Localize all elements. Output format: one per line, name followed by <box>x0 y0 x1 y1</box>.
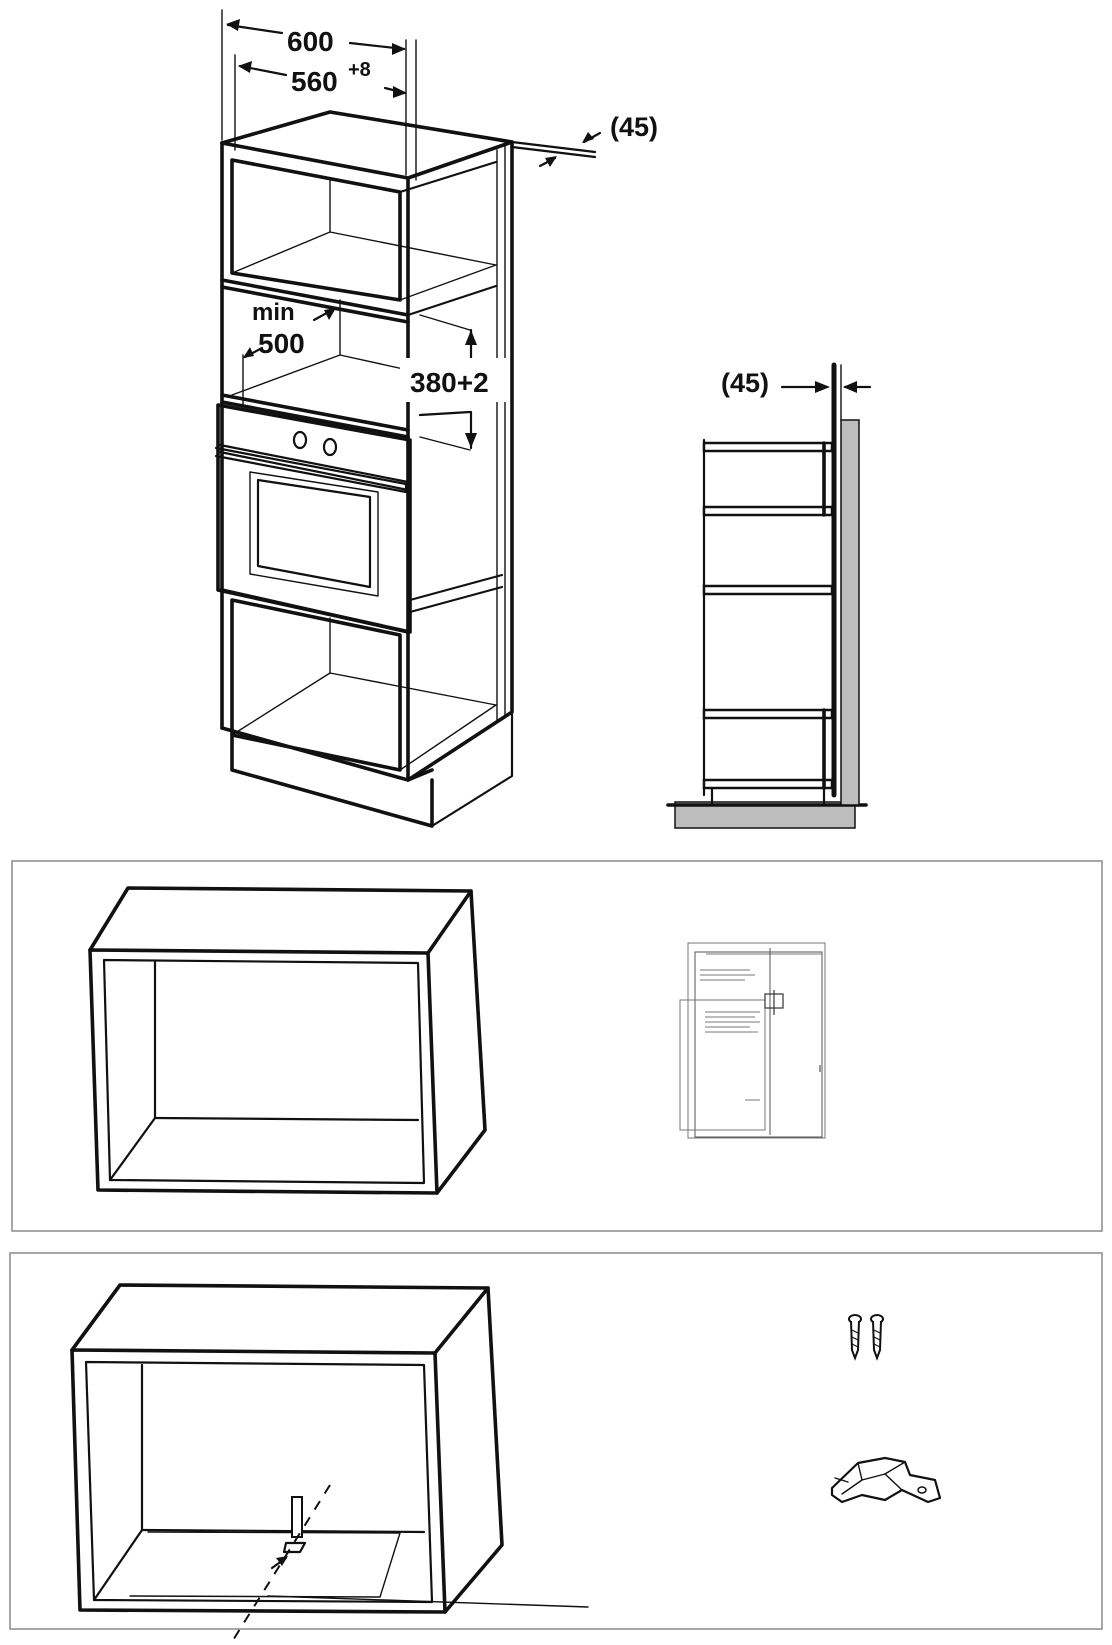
tall-cabinet-with-oven-icon <box>214 9 602 828</box>
niche-height-arrows <box>419 314 477 451</box>
side-gap-arrows <box>780 381 872 393</box>
dim-min-label: min <box>252 299 295 326</box>
mounting-bracket-icon <box>830 1456 942 1504</box>
frame-box-with-bracket-icon <box>70 1283 589 1645</box>
frame-box-icon <box>88 886 487 1195</box>
dim-600: 600 <box>287 26 334 57</box>
rear-gap-arrows <box>538 131 602 168</box>
panel-frame-and-template <box>11 860 1103 1232</box>
cabinet-side-section-icon <box>666 362 872 829</box>
screws-icon <box>848 1314 884 1361</box>
panel-bracket-install <box>9 1252 1103 1630</box>
width-600-arrow <box>226 19 406 55</box>
width-560-arrow <box>238 61 407 98</box>
screw-icon <box>870 1314 884 1361</box>
dim-rear-gap: (45) <box>610 112 658 142</box>
installation-template-icon <box>679 942 826 1139</box>
dim-560: 560 <box>291 66 338 97</box>
dim-560-tolerance: +8 <box>348 59 371 81</box>
dim-side-gap: (45) <box>721 368 769 398</box>
screw-icon <box>848 1314 862 1361</box>
dim-niche-height: 380+2 <box>410 367 489 398</box>
min-500-arrows <box>243 307 336 359</box>
dim-min-value: 500 <box>258 328 305 359</box>
